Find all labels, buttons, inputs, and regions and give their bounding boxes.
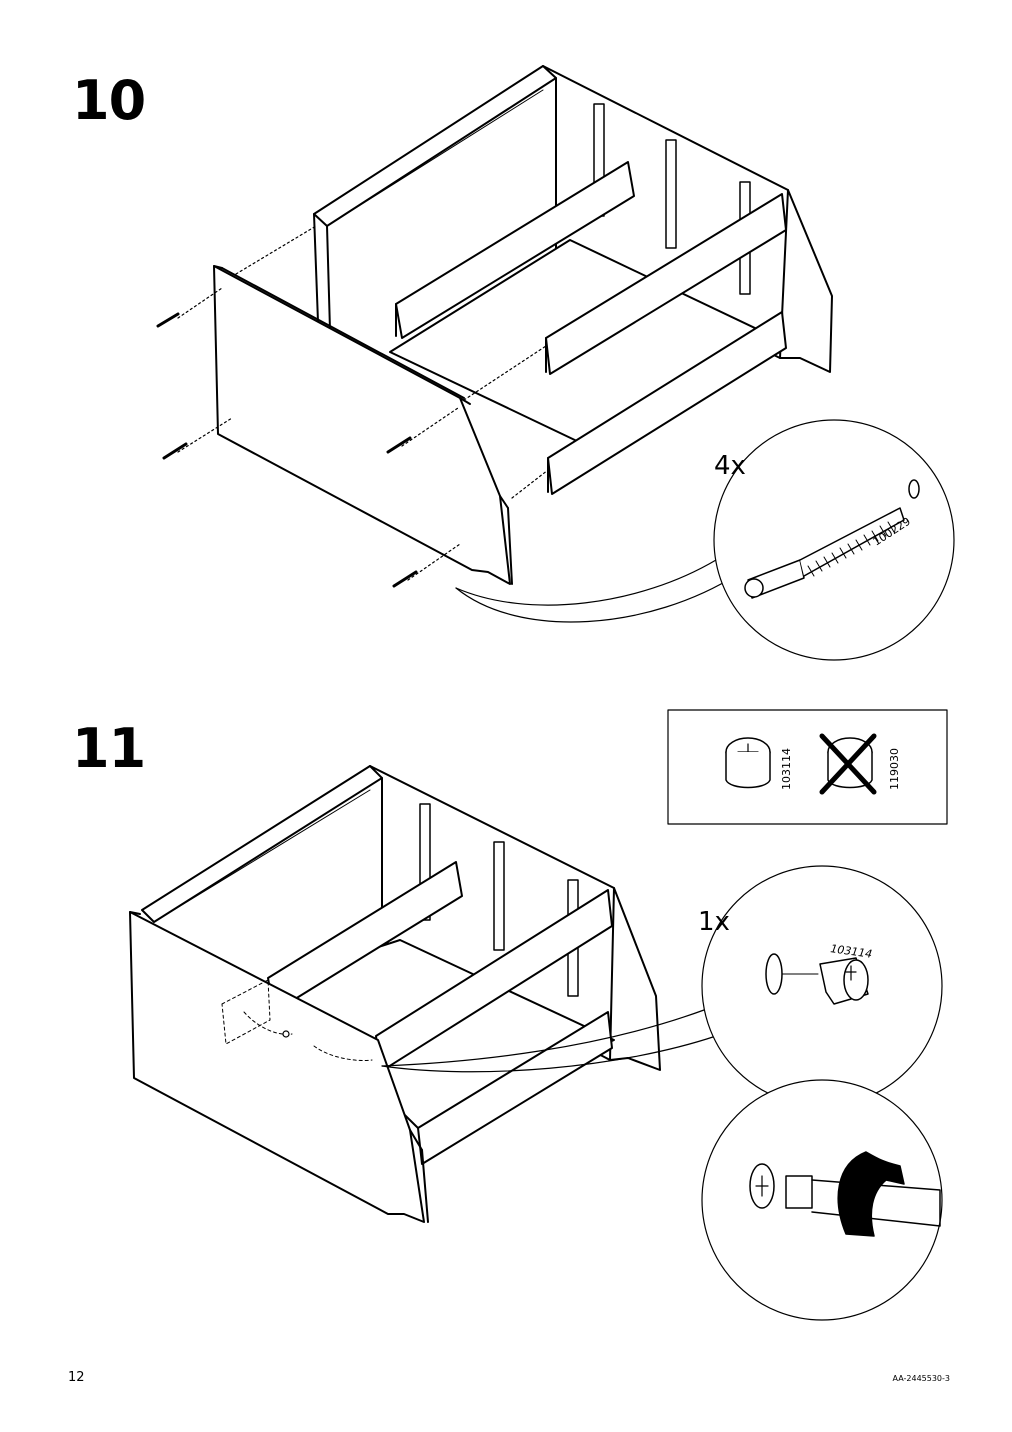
step-10-number: 10	[72, 69, 146, 132]
detail-callout-circle	[713, 419, 955, 661]
step-10-drawing	[156, 65, 955, 661]
step-10-quantity: 4x	[714, 451, 746, 481]
step-11-part-number: 103114	[830, 942, 873, 961]
page-number: 12	[68, 1370, 85, 1385]
front-stretcher	[547, 311, 787, 495]
step-11-quantity: 1x	[698, 907, 730, 937]
detail-callout-circle	[701, 865, 943, 1107]
callout-pointer	[455, 573, 739, 623]
back-panel	[141, 765, 615, 941]
detail-callout-circle	[701, 1079, 943, 1321]
cam-fitting-ok-icon	[725, 737, 771, 789]
step-11-drawing	[129, 709, 948, 1321]
fitting-reference-box	[667, 709, 948, 825]
rear-stretcher	[395, 161, 635, 339]
screw-detail-icon	[744, 479, 920, 599]
back-panel	[313, 65, 789, 331]
front-side-panel	[129, 911, 429, 1223]
screw-icon	[156, 312, 418, 588]
cam-fitting-wrong-icon	[819, 733, 877, 795]
fitting-ok-part-number: 103114	[780, 748, 793, 790]
step-11-number: 11	[72, 717, 146, 780]
screwdriver-turn-detail-icon	[749, 1151, 941, 1237]
fitting-wrong-part-number: 119030	[888, 748, 901, 790]
front-side-panel	[213, 265, 513, 585]
document-code: AA-2445530-3	[892, 1374, 950, 1383]
cam-lock-detail-icon	[765, 953, 869, 1005]
middle-stretcher	[545, 193, 787, 375]
callout-pointer	[381, 1035, 717, 1073]
screws-step10	[177, 225, 549, 581]
